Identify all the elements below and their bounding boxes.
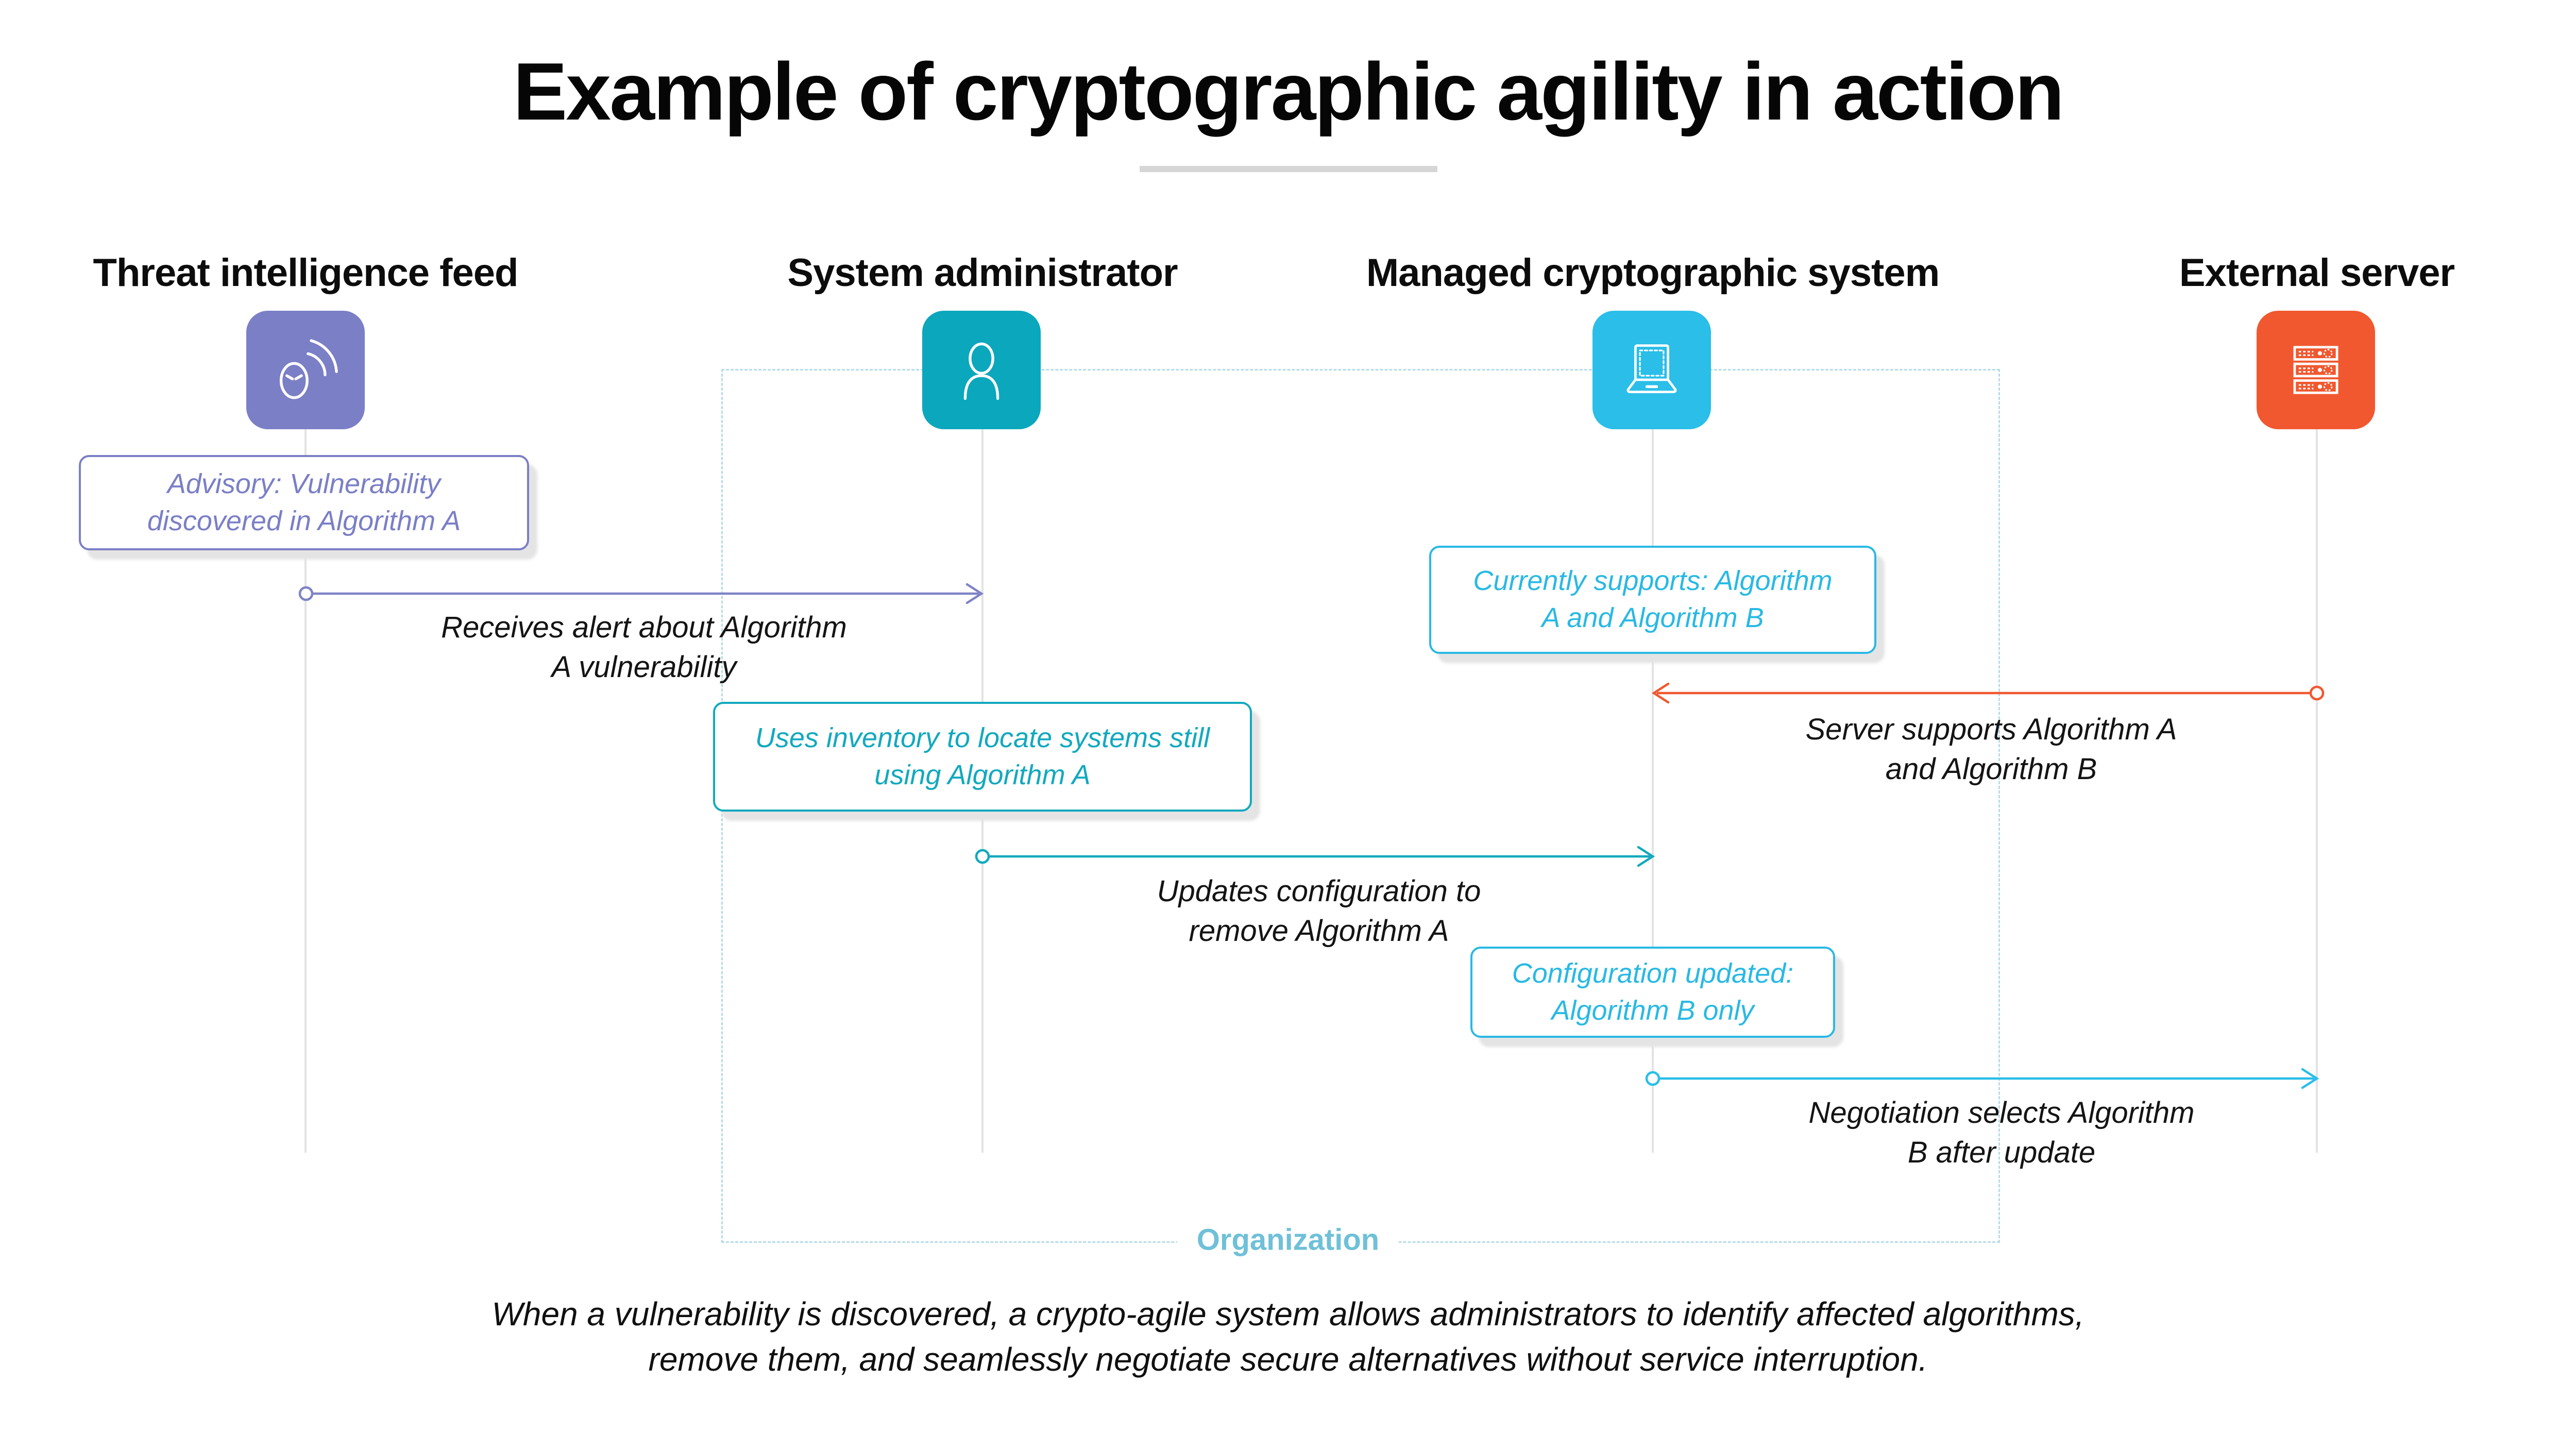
message-label-line: remove Algorithm A <box>1189 914 1449 948</box>
message-label-line: and Algorithm B <box>1885 752 2097 786</box>
arrow-source-circle <box>975 849 990 864</box>
message-label-server-supports: Server supports Algorithm A and Algorith… <box>1631 710 2352 789</box>
message-arrow-server-supports <box>1651 682 2325 704</box>
arrow-head <box>2301 1068 2319 1089</box>
message-label-line: Updates configuration to <box>1157 874 1481 908</box>
note-uses-inventory: Uses inventory to locate systems still u… <box>713 702 1252 812</box>
note-line: Advisory: Vulnerability <box>167 468 441 499</box>
arrow-source-circle <box>2309 685 2325 701</box>
person-icon <box>922 311 1041 429</box>
organization-label: Organization <box>1177 1219 1399 1260</box>
arrow-source-circle <box>298 586 314 601</box>
actor-header-external-server: External server <box>2179 251 2455 295</box>
note-line: discovered in Algorithm A <box>147 505 461 536</box>
note-currently-supports: Currently supports: Algorithm A and Algo… <box>1429 546 1876 654</box>
actor-header-system-administrator: System administrator <box>787 251 1178 295</box>
message-label-line: Negotiation selects Algorithm <box>1808 1096 2195 1130</box>
message-arrow-negotiation <box>1645 1068 2319 1089</box>
title-underline <box>1140 166 1437 172</box>
lifeline-threat-feed <box>304 429 307 1153</box>
signal-face-icon <box>246 311 365 429</box>
note-advisory-vulnerability: Advisory: Vulnerability discovered in Al… <box>79 455 529 550</box>
message-label-line: B after update <box>1907 1135 2096 1169</box>
note-configuration-updated: Configuration updated: Algorithm B only <box>1470 947 1835 1038</box>
lifeline-external-server <box>2316 429 2318 1153</box>
message-label-alert: Receives alert about Algorithm A vulnera… <box>283 608 1005 687</box>
note-line: Currently supports: Algorithm <box>1473 565 1833 597</box>
actor-header-threat-intelligence-feed: Threat intelligence feed <box>93 251 519 295</box>
note-line: Uses inventory to locate systems still <box>755 722 1210 753</box>
message-label-negotiation: Negotiation selects Algorithm B after up… <box>1641 1093 2362 1172</box>
server-rack-icon <box>2257 311 2375 429</box>
note-line: using Algorithm A <box>874 759 1091 790</box>
arrow-head <box>1637 846 1655 867</box>
arrow-head <box>965 583 984 604</box>
caption-line-1: When a vulnerability is discovered, a cr… <box>492 1295 2084 1333</box>
actor-header-managed-cryptographic-system: Managed cryptographic system <box>1366 251 1940 295</box>
message-arrow-alert <box>298 583 984 604</box>
caption-line-2: remove them, and seamlessly negotiate se… <box>648 1341 1928 1378</box>
message-label-line: A vulnerability <box>551 650 737 684</box>
message-label-line: Receives alert about Algorithm <box>441 611 847 644</box>
note-line: Algorithm B only <box>1551 995 1754 1026</box>
arrow-source-circle <box>1645 1071 1660 1086</box>
arrow-head <box>1651 682 1670 704</box>
message-label-updates-configuration: Updates configuration to remove Algorith… <box>958 872 1680 951</box>
lifeline-managed-system <box>1652 429 1654 1153</box>
page-title: Example of cryptographic agility in acti… <box>513 46 2064 137</box>
message-arrow-updates-configuration <box>975 846 1655 867</box>
message-label-line: Server supports Algorithm A <box>1805 713 2177 746</box>
note-line: A and Algorithm B <box>1541 602 1764 633</box>
note-line: Configuration updated: <box>1512 957 1794 989</box>
caption: When a vulnerability is discovered, a cr… <box>0 1291 2576 1383</box>
laptop-icon <box>1592 311 1711 429</box>
